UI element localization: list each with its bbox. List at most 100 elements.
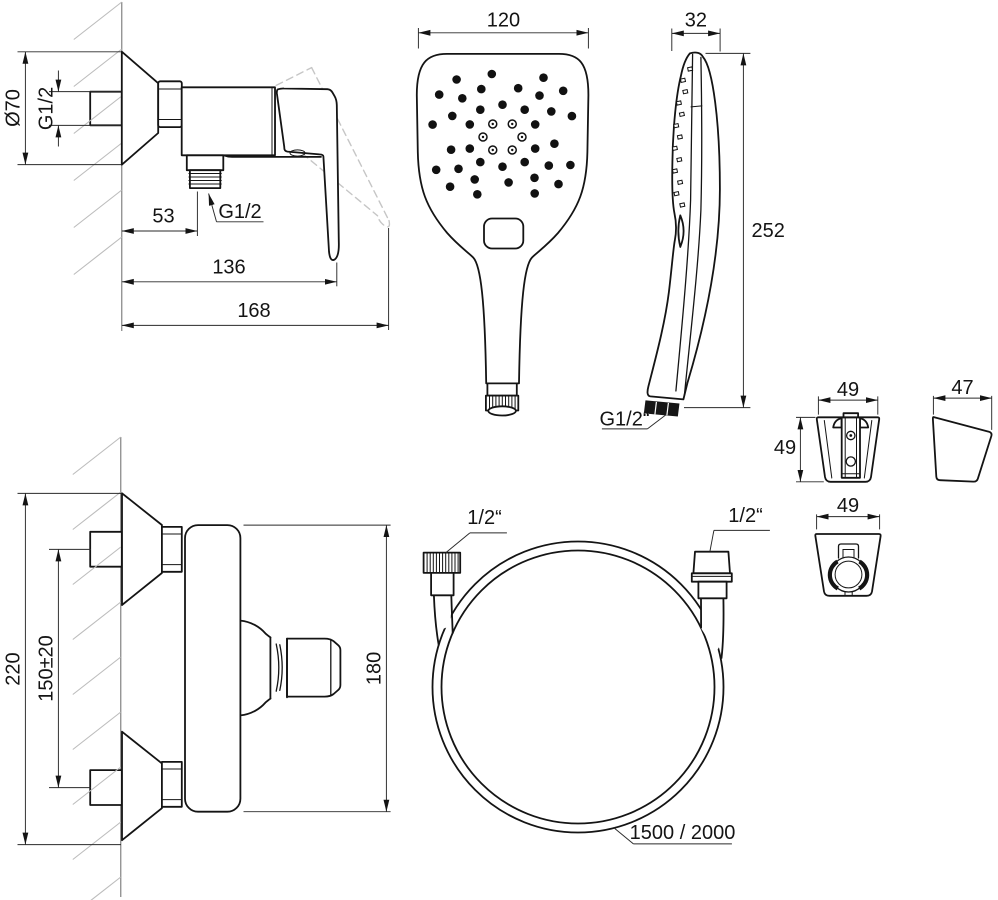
side-connector-thread (643, 400, 680, 417)
hose-ferrule-right (697, 580, 728, 600)
mixer-front-view: 220 150±20 180 (3, 492, 391, 846)
nozzle-dot (498, 100, 507, 109)
mode-button (483, 217, 525, 250)
side-nozzle-tick (671, 145, 678, 152)
hose-inner (440, 549, 716, 825)
handle-pivot-detail (289, 149, 306, 157)
hatch-line (72, 821, 122, 860)
outlet-thread (188, 169, 222, 189)
nozzle-pin (481, 135, 485, 139)
nozzle-dot (550, 139, 559, 148)
mixer-body-side (180, 86, 276, 157)
label-outlet-thread: G1/2 (218, 201, 261, 223)
hatch-line (73, 1, 123, 40)
hatch-line (72, 546, 122, 585)
dim-shower-height: 252 (752, 220, 785, 242)
hose-ferrule-left (430, 572, 455, 597)
nozzle-dot (547, 107, 556, 116)
hatch-line (73, 95, 123, 134)
hatch-line (72, 601, 122, 640)
holder-clip-inner (834, 560, 863, 589)
nozzle-pin (491, 122, 494, 126)
wall-hatching (72, 1, 123, 900)
holder-side-body (931, 416, 993, 483)
nozzle-dot (566, 160, 575, 170)
nozzle-dot (567, 111, 577, 121)
hatch-line (72, 766, 122, 805)
dimensions-mixer-side: Ø70 G1/2 53 G1/2 136 168 (3, 51, 390, 330)
side-nozzle-tick (679, 77, 687, 84)
nozzle-dot (520, 157, 529, 167)
dim-body-height: 180 (364, 652, 386, 685)
escutcheon-front-top (121, 492, 163, 606)
wall-holder-views: 49 49 47 49 (774, 377, 993, 597)
label-hose-thread-left: 1/2“ (467, 507, 501, 529)
nozzle-dot (473, 190, 482, 199)
nozzle-dot (465, 144, 475, 153)
side-mode-button (677, 214, 685, 248)
nozzle-dot (520, 105, 529, 114)
dim-holder-height: 49 (774, 437, 796, 459)
nozzle-dot (513, 83, 523, 93)
nozzle-pin (511, 148, 514, 152)
nozzle-dot (465, 120, 475, 129)
dim-escutcheon-diameter: Ø70 (3, 89, 25, 127)
nozzle-dot (428, 120, 437, 129)
nozzle-dot (530, 144, 540, 153)
nozzle-dot (554, 179, 563, 189)
nozzle-dot (530, 120, 540, 129)
hatch-line (72, 491, 122, 530)
side-spray-nozzles (671, 66, 694, 208)
dim-holder-front-width: 49 (837, 495, 859, 517)
nozzle-dot (470, 175, 480, 184)
nozzle-dot (558, 86, 568, 96)
hose-nut-right (692, 550, 731, 575)
hatch-line (73, 189, 123, 228)
mixer-side-view (120, 50, 391, 261)
nozzle-dot (530, 173, 539, 183)
hatch-line (73, 48, 123, 87)
dim-body-depth: 136 (212, 256, 245, 278)
escutcheon-front-bottom (121, 730, 163, 842)
nozzle-dot (530, 189, 539, 198)
nozzle-dot (477, 84, 486, 94)
hose-outer (431, 540, 725, 834)
hatch-line (72, 711, 122, 750)
hatch-line (73, 236, 123, 275)
dim-mount-distance: 150±20 (36, 635, 58, 702)
hatch-line (90, 876, 122, 900)
label-hose-thread-right: 1/2“ (728, 505, 762, 527)
hatch-line (72, 656, 122, 695)
nozzle-dot (476, 105, 485, 114)
nozzle-dot (458, 94, 467, 103)
dim-inlet-thread: G1/2 (36, 87, 58, 130)
hex-nut-front-top (160, 526, 183, 573)
side-nozzle-tick (678, 111, 685, 118)
escutcheon-side (120, 50, 160, 166)
connector-collar (486, 382, 518, 397)
outlet-neck (185, 154, 225, 172)
hatch-line (72, 436, 122, 475)
side-nozzle-tick (671, 168, 679, 174)
nozzle-dot (454, 164, 463, 174)
nozzle-dot (445, 182, 455, 191)
side-nozzle-tick (676, 179, 684, 186)
side-nozzle-tick (682, 88, 689, 95)
nozzle-pin (520, 135, 524, 139)
hose-collar-right (690, 572, 733, 583)
shower-hose: 1/2“ 1/2“ 1500 / 2000 (422, 505, 770, 845)
side-nozzle-tick (675, 100, 682, 106)
nozzle-dot (448, 111, 457, 121)
holder-back-column (840, 416, 861, 479)
hand-shower-front-view: 120 (415, 10, 590, 417)
side-nozzle-tick (673, 122, 680, 129)
nozzle-dot (504, 178, 513, 187)
nozzle-dot (544, 161, 554, 170)
nozzle-dot (476, 157, 485, 167)
dim-head-width: 120 (487, 10, 520, 32)
nozzle-dot (498, 162, 507, 171)
hex-nut-front-bottom (160, 761, 183, 808)
connector-opening (487, 405, 517, 417)
